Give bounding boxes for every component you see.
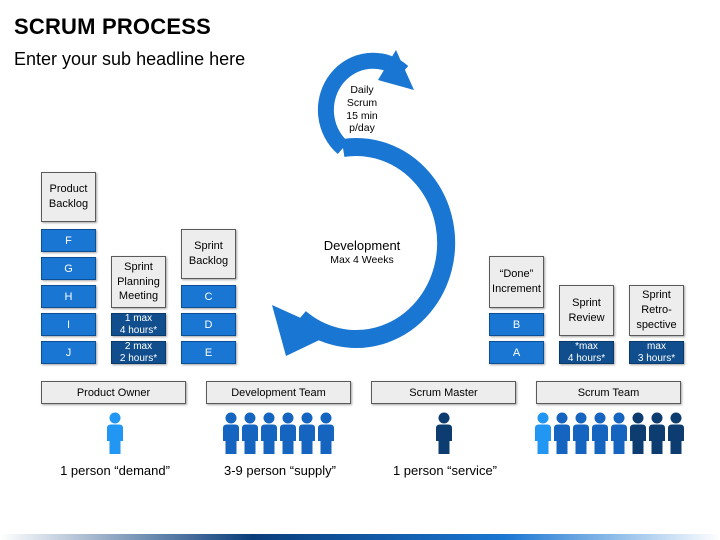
sprint-planning-note-2: 2 max 2 hours* bbox=[111, 341, 166, 364]
development-subtitle: Max 4 Weeks bbox=[330, 254, 394, 266]
sprint-review-box: Sprint Review bbox=[559, 285, 614, 336]
role-scrum-team: Scrum Team bbox=[536, 381, 681, 404]
person-icon bbox=[554, 412, 570, 454]
page-title: SCRUM PROCESS bbox=[14, 14, 211, 39]
sprint-planning-note-1: 1 max 4 hours* bbox=[111, 313, 166, 336]
person-icon bbox=[318, 412, 334, 454]
page-subtitle: Enter your sub headline here bbox=[14, 49, 246, 69]
product-backlog-box: Product Backlog bbox=[41, 172, 96, 222]
role-product-owner: Product Owner bbox=[41, 381, 186, 404]
increment-item-b: B bbox=[489, 313, 544, 336]
caption-development-team: 3-9 person “supply” bbox=[224, 463, 336, 478]
backlog-item-i: I bbox=[41, 313, 96, 336]
sprint-item-c: C bbox=[181, 285, 236, 308]
person-icon bbox=[630, 412, 646, 454]
sprint-retro-box: Sprint Retro- spective bbox=[629, 285, 684, 336]
person-icon bbox=[280, 412, 296, 454]
backlog-item-j: J bbox=[41, 341, 96, 364]
person-icon bbox=[649, 412, 665, 454]
person-icon bbox=[611, 412, 627, 454]
done-increment-box: “Done” Increment bbox=[489, 256, 544, 308]
daily-scrum-label: Daily Scrum 15 min p/day bbox=[346, 84, 378, 135]
person-icon bbox=[592, 412, 608, 454]
person-icon bbox=[573, 412, 589, 454]
person-icon bbox=[299, 412, 315, 454]
daily-arrow-head bbox=[378, 50, 414, 90]
person-icon bbox=[242, 412, 258, 454]
person-icon bbox=[535, 412, 551, 454]
sprint-planning-box: Sprint Planning Meeting bbox=[111, 256, 166, 308]
sprint-item-e: E bbox=[181, 341, 236, 364]
sprint-retro-note: max 3 hours* bbox=[629, 341, 684, 364]
daily-scrum-arrow bbox=[317, 52, 409, 155]
role-development-team: Development Team bbox=[206, 381, 351, 404]
sprint-item-d: D bbox=[181, 313, 236, 336]
increment-item-a: A bbox=[489, 341, 544, 364]
backlog-item-f: F bbox=[41, 229, 96, 252]
person-icon bbox=[668, 412, 684, 454]
role-scrum-master: Scrum Master bbox=[371, 381, 516, 404]
caption-scrum-master: 1 person “service” bbox=[392, 463, 498, 478]
person-icon bbox=[436, 412, 452, 454]
footer-bar bbox=[0, 534, 720, 540]
backlog-item-h: H bbox=[41, 285, 96, 308]
sprint-review-note: *max 4 hours* bbox=[559, 341, 614, 364]
development-title: Development bbox=[323, 238, 401, 253]
caption-product-owner: 1 person “demand” bbox=[60, 463, 170, 478]
person-icon bbox=[261, 412, 277, 454]
person-icon bbox=[223, 412, 239, 454]
backlog-item-g: G bbox=[41, 257, 96, 280]
sprint-backlog-box: Sprint Backlog bbox=[181, 229, 236, 279]
development-arrow-head bbox=[272, 305, 334, 356]
person-icon bbox=[107, 412, 123, 454]
development-cycle-arrow bbox=[294, 137, 456, 348]
